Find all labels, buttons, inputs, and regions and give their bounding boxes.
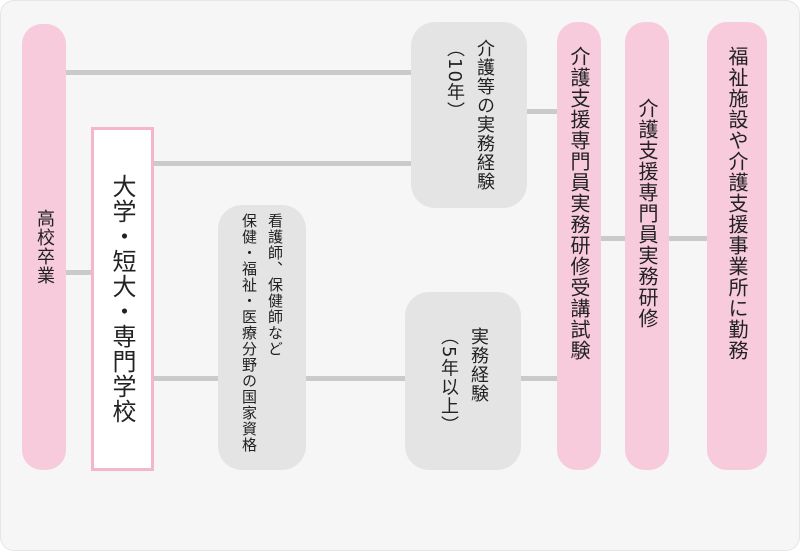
node-label: 大学・短大・専門学校 (108, 174, 136, 424)
node-label: 介護支援専門員実務研修受講試験 (567, 46, 591, 361)
connector-university-license (153, 376, 219, 381)
node-license: 看護師、保健師など 保健・福祉・医療分野の国家資格 (218, 205, 306, 470)
node-experience-10: 介護等の実務経験 （10年） (411, 22, 527, 208)
node-label: 介護等の実務経験 （10年） (444, 39, 495, 191)
connector-highschool-university (66, 270, 93, 275)
connector-experience10-exam (527, 109, 558, 114)
connector-university-experience10 (153, 161, 412, 166)
node-work: 福祉施設や介護支援事業所に勤務 (707, 22, 767, 470)
node-label: 看護師、保健師など 保健・福祉・医療分野の国家資格 (240, 213, 284, 453)
connector-license-experience5 (306, 376, 406, 381)
connector-training-work (669, 236, 708, 241)
node-experience-5: 実務経験 （5年以上） (405, 292, 521, 470)
node-training: 介護支援専門員実務研修 (625, 22, 669, 470)
connector-exam-training (601, 236, 626, 241)
node-exam: 介護支援専門員実務研修受講試験 (557, 22, 601, 470)
node-high-school: 高校卒業 (22, 24, 66, 470)
node-label: 実務経験 （5年以上） (438, 327, 489, 435)
node-label: 高校卒業 (34, 209, 55, 285)
node-label: 福祉施設や介護支援事業所に勤務 (725, 46, 749, 361)
node-university: 大学・短大・専門学校 (91, 127, 154, 471)
connector-experience5-exam (521, 376, 558, 381)
node-label: 介護支援専門員実務研修 (635, 98, 659, 329)
connector-highschool-experience10 (66, 70, 412, 75)
